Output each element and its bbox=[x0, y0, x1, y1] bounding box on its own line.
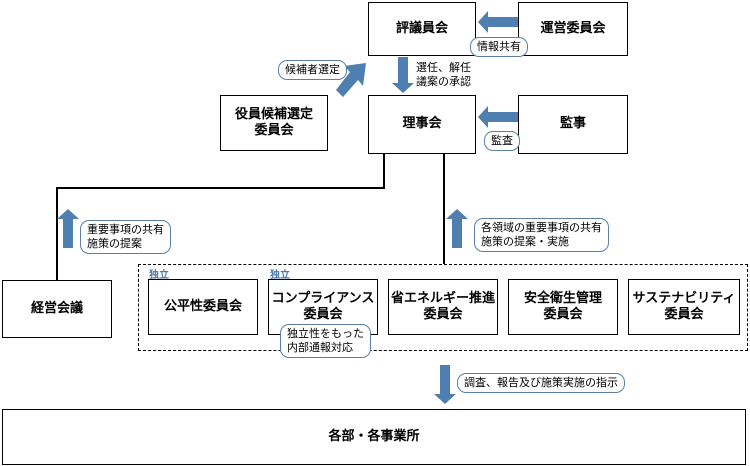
arrow-yakuin-to-hyogiin bbox=[336, 63, 366, 97]
label-audit: 監査 bbox=[484, 131, 520, 151]
label-candidate: 候補者選定 bbox=[278, 60, 347, 80]
label-important-share: 重要事項の共有 施策の提案 bbox=[80, 220, 171, 254]
box-keiei: 経営会議 bbox=[2, 280, 112, 338]
box-yakuin: 役員候補選定 委員会 bbox=[220, 95, 328, 151]
label-election: 選任、解任 議案の承認 bbox=[416, 61, 471, 89]
arrow-keiei-to-rijikai bbox=[57, 209, 79, 248]
connector-rijikai-right-vertical bbox=[443, 154, 445, 264]
tag-independent-compliance: 独立 bbox=[270, 270, 290, 281]
box-sustain: サステナビリティ 委員会 bbox=[628, 279, 740, 335]
box-kanji: 監事 bbox=[518, 95, 628, 154]
arrow-to-kakubu bbox=[434, 365, 456, 404]
box-unei: 運営委員会 bbox=[518, 2, 628, 56]
arrow-kanji-to-rijikai bbox=[478, 106, 518, 128]
box-kakubu: 各部・各事業所 bbox=[2, 409, 746, 465]
connector-rijikai-left-vertical bbox=[383, 154, 385, 188]
box-hyogiin: 評議員会 bbox=[368, 2, 476, 56]
box-shoene: 省エネルギー推進 委員会 bbox=[388, 279, 498, 335]
box-anzen: 安全衛生管理 委員会 bbox=[508, 279, 618, 335]
box-kohei: 公平性委員会 bbox=[148, 279, 258, 335]
connector-keiei-vertical bbox=[56, 187, 58, 280]
label-area-share: 各領域の重要事項の共有 施策の提案・実施 bbox=[474, 218, 609, 252]
tag-independent-kohei: 独立 bbox=[149, 270, 169, 281]
label-info-share: 情報共有 bbox=[470, 37, 528, 57]
connector-horizontal-to-keiei bbox=[56, 187, 385, 189]
arrow-hyogiin-to-rijikai bbox=[392, 57, 414, 93]
arrow-unei-to-hyogiin bbox=[478, 11, 518, 33]
arrow-committees-to-rijikai bbox=[446, 209, 468, 248]
label-instruction: 調査、報告及び施策実施の指示 bbox=[457, 373, 625, 393]
committee-group-frame bbox=[138, 264, 748, 351]
label-independent-note: 独立性をもった 内部通報対応 bbox=[280, 324, 371, 358]
box-rijikai: 理事会 bbox=[368, 95, 476, 154]
